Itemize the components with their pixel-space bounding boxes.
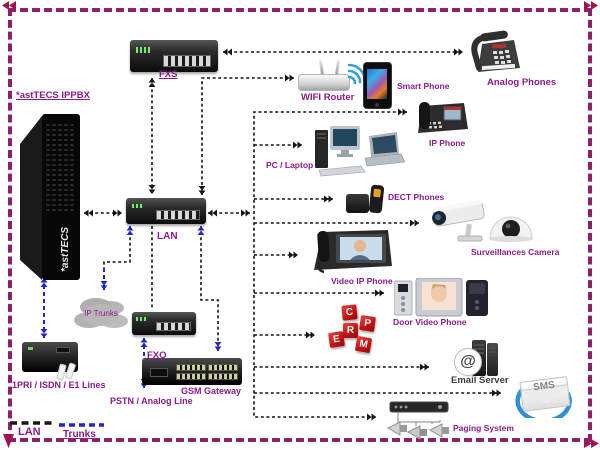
paging-system-icon: [386, 401, 449, 440]
pri-lines-label: 1PRI / ISDN / E1 Lines: [12, 380, 106, 390]
sms-image: SMS: [512, 372, 574, 418]
analog-phone-icon: [471, 30, 520, 72]
crm-erp-image: C P R E M: [328, 304, 384, 360]
crm-cube-p: P: [359, 315, 376, 332]
smart-phone-body: [363, 62, 392, 109]
email-server-label: Email Server: [451, 375, 509, 386]
ip-trunks-label: IP Trunks: [84, 309, 118, 318]
gsm-port-row: [208, 373, 238, 380]
paging-system-label: Paging System: [453, 423, 514, 433]
crm-cube-e: E: [328, 331, 345, 348]
sms-text: SMS: [532, 379, 556, 394]
ip-phone-image: [414, 98, 470, 136]
fxs-ports: [163, 55, 211, 67]
lan-switch-image: [126, 198, 206, 224]
pc-laptop-image: [313, 124, 406, 178]
gsm-gateway-label: GSM Gateway: [181, 386, 242, 396]
ip-phone-icon: [418, 102, 468, 133]
surveillance-camera-icon: [432, 199, 533, 242]
ippbx-tower-icon: *astTECS: [20, 114, 80, 280]
dect-phones-label: DECT Phones: [388, 192, 445, 202]
legend-lan-label: LAN: [18, 426, 41, 438]
ippbx-tower-image: *astTECS: [18, 110, 82, 282]
smart-phone-home-button: [375, 102, 379, 107]
gsm-port-row: [176, 364, 206, 371]
pri-port: [56, 347, 70, 353]
server-tower: [487, 343, 498, 376]
dect-phone-image: [346, 184, 386, 215]
email-server-image: @: [454, 338, 506, 378]
ippbx-chassis-text: *astTECS: [60, 227, 71, 272]
door-video-phone-image: [393, 277, 494, 318]
fxo-led-strip: [136, 317, 147, 322]
fxs-label: FXS: [159, 69, 178, 80]
pri-led: [28, 347, 33, 350]
ippbx-label: *astTECS IPPBX: [16, 90, 90, 101]
dect-screen: [373, 188, 382, 198]
surveillance-camera-label: Surveillances Camera: [471, 247, 560, 257]
ip-phone-label: IP Phone: [429, 138, 466, 148]
router-antenna-icon: [318, 59, 324, 76]
door-video-phone-label: Door Video Phone: [393, 317, 467, 327]
pstn-label: PSTN / Analog Line: [110, 396, 193, 406]
analog-phones-label: Analog Phones: [487, 77, 557, 88]
dect-base: [346, 194, 369, 213]
email-at-icon: @: [454, 348, 482, 376]
video-ip-phone-icon: [314, 230, 392, 274]
dect-handset: [368, 184, 385, 214]
analog-phone-image: [468, 30, 526, 76]
pri-box-image: [22, 342, 80, 382]
crm-cube-c: C: [341, 304, 358, 321]
gsm-port-row: [208, 364, 238, 371]
fxo-gateway-image: [132, 312, 196, 335]
video-ip-phone-image: [310, 226, 394, 274]
gsm-port-row: [176, 373, 206, 380]
surveillance-camera-image: [426, 196, 536, 248]
video-ip-phone-label: Video IP Phone: [331, 276, 393, 286]
router-antenna-icon: [334, 59, 340, 76]
dashed-border: [8, 8, 592, 442]
legend-trunks-label: Trunks: [63, 429, 96, 440]
crm-cube-m: M: [354, 335, 373, 354]
wifi-router-label: WIFI Router: [301, 92, 355, 103]
ip-trunks-cloud: IP Trunks: [72, 292, 130, 338]
fxo-ports: [155, 322, 191, 332]
door-video-phone-icon: [393, 277, 488, 317]
lan-switch-led-strip: [131, 203, 145, 209]
pc-laptop-icon: [315, 126, 406, 177]
fxs-gateway-image: [130, 40, 218, 72]
cloud-icon: [83, 304, 119, 326]
gsm-gateway-image: [142, 358, 242, 385]
smart-phone-label: Smart Phone: [397, 81, 450, 91]
sms-envelope-icon: SMS: [519, 376, 571, 412]
lan-switch-label: LAN: [157, 231, 178, 242]
fxo-label: FXO: [147, 350, 167, 361]
smart-phone-screen: [367, 69, 387, 99]
paging-system-image: [386, 398, 452, 442]
crm-cube-r: R: [343, 323, 358, 338]
fxs-led-strip: [136, 47, 151, 53]
wifi-router-image: [296, 58, 370, 94]
smart-phone-image: [363, 62, 393, 110]
router-body: [298, 74, 350, 91]
gsm-display: [150, 368, 168, 377]
pc-laptop-label: PC / Laptop: [266, 160, 314, 170]
lan-switch-ports: [156, 210, 200, 220]
